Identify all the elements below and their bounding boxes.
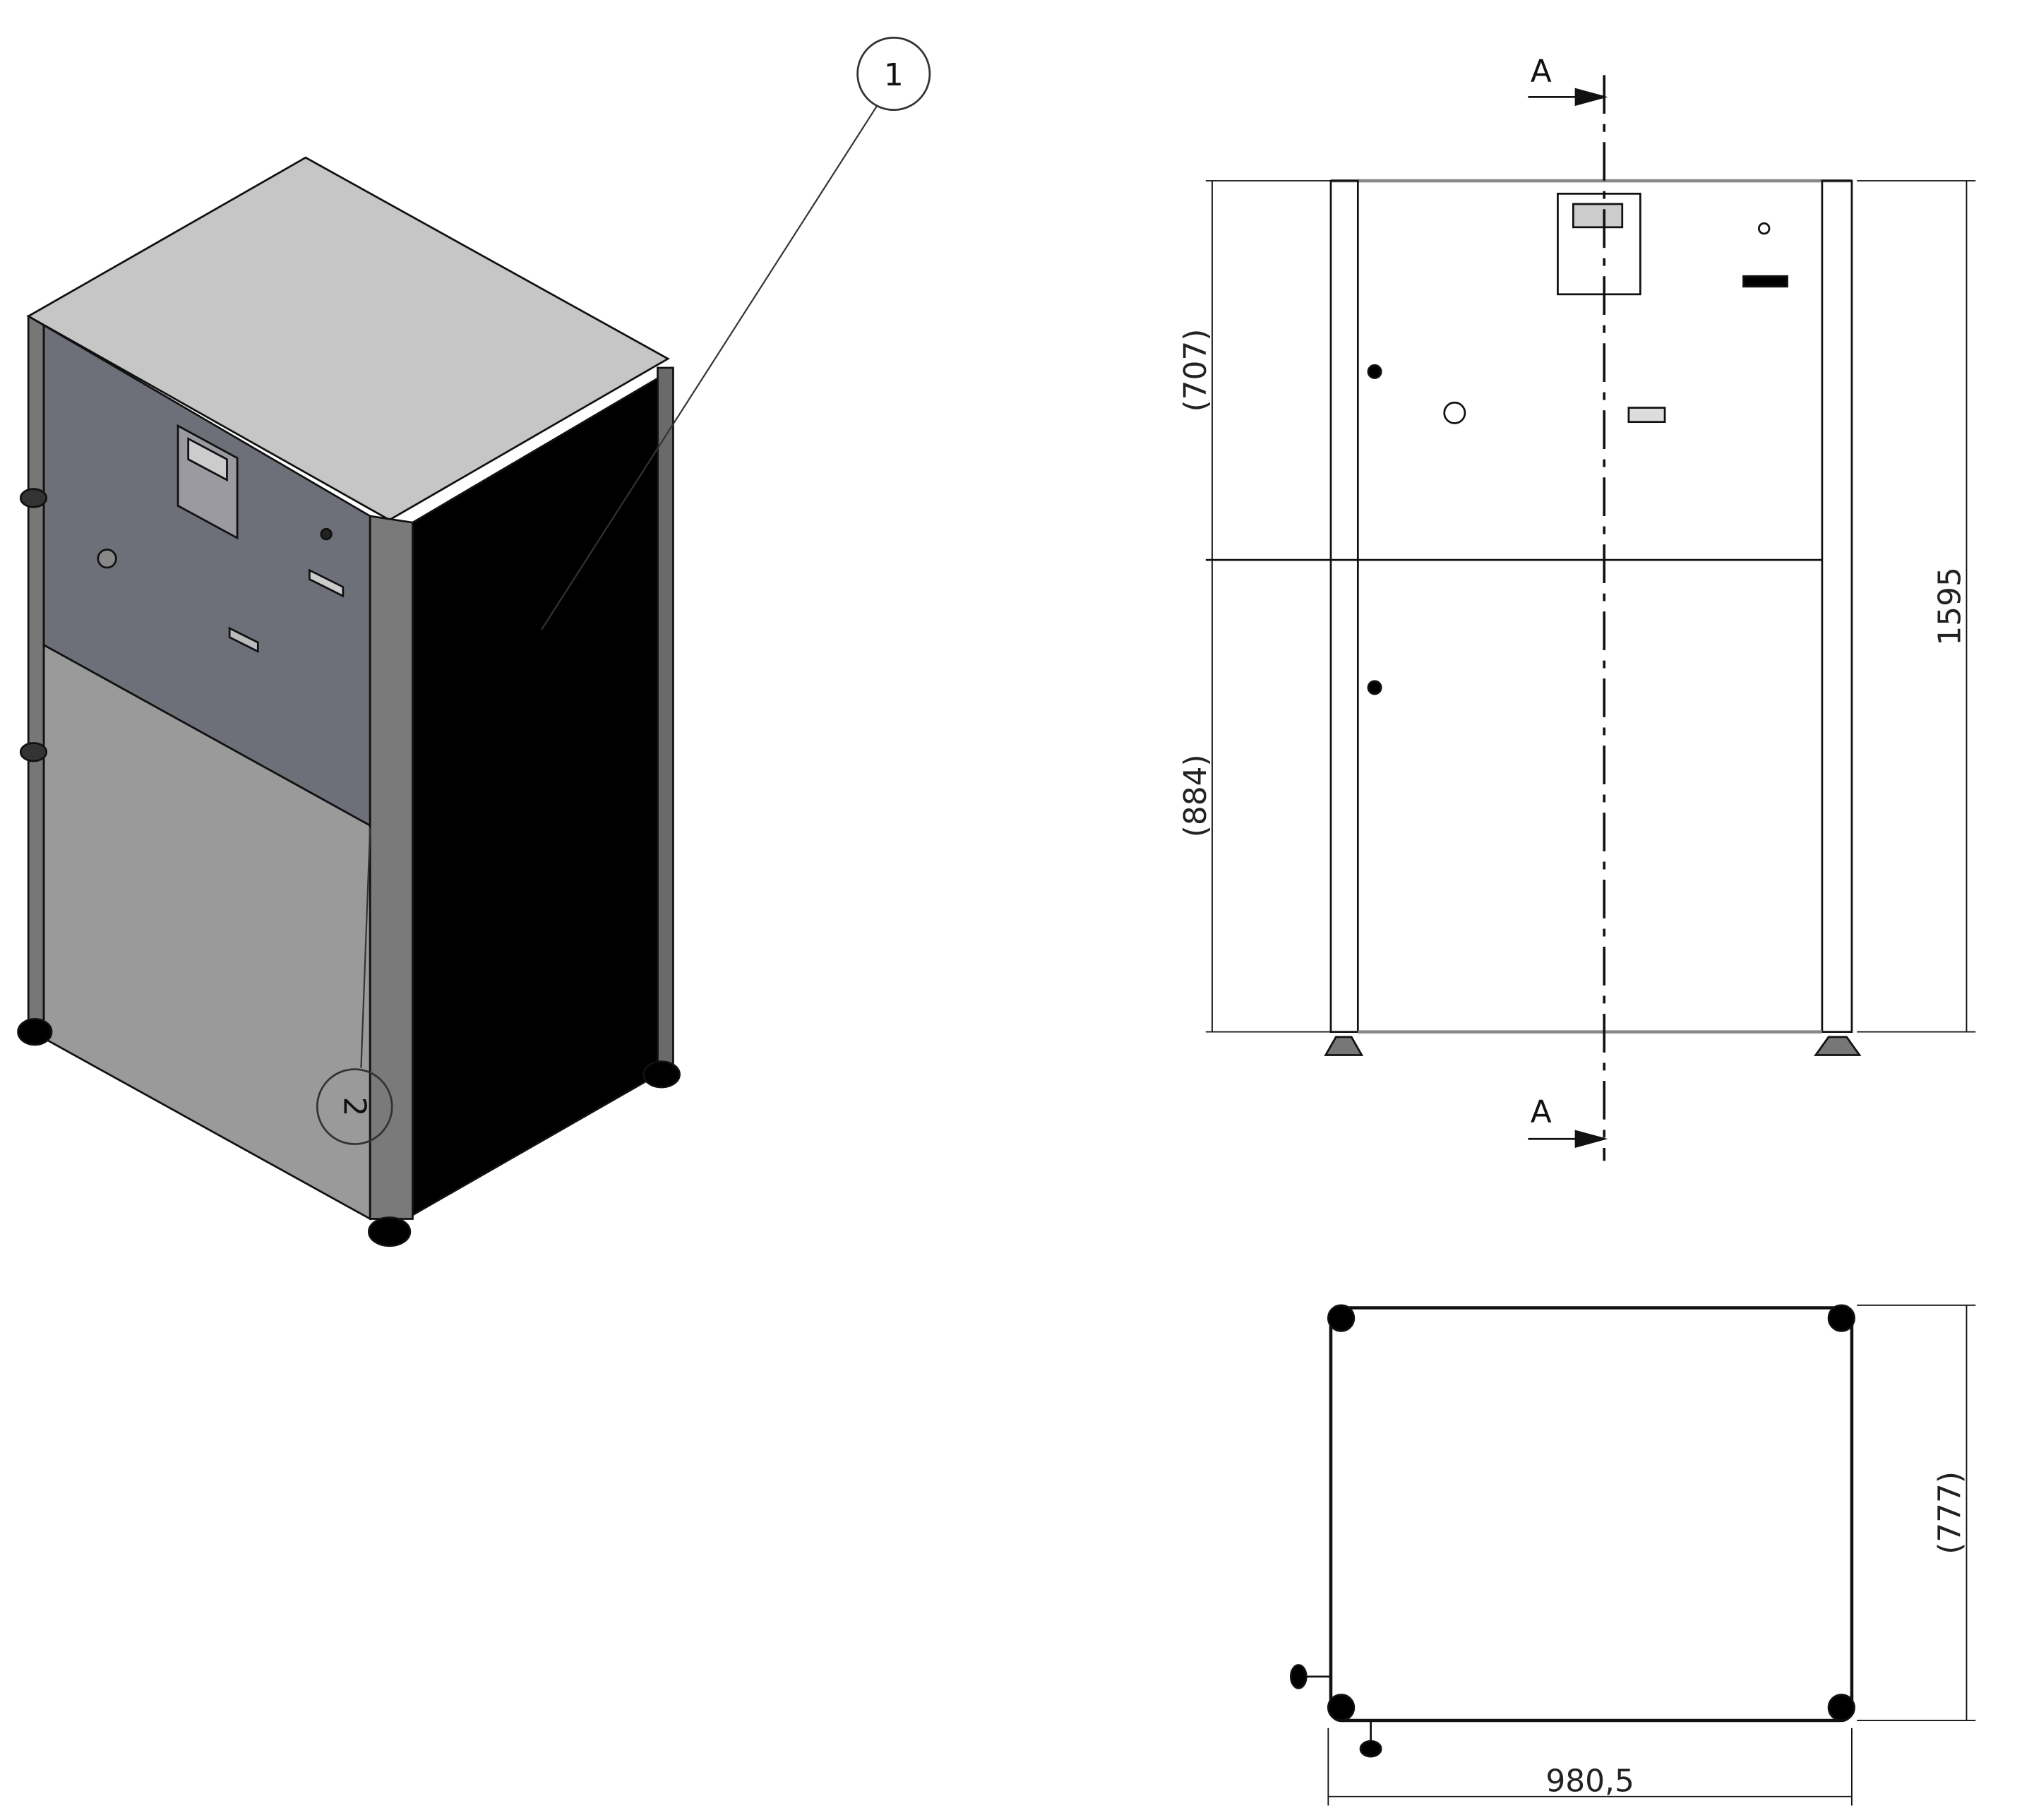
indicator-hole [97, 549, 117, 569]
top-outline [1329, 1306, 1854, 1723]
lamp-front [1758, 222, 1771, 235]
isometric-view [17, 156, 681, 1247]
leader-line-1 [541, 105, 878, 630]
corner-post [1327, 1304, 1356, 1332]
top-view [1289, 1304, 1976, 1806]
foot-left [17, 1017, 53, 1046]
dim-width: 980,5 [1545, 1763, 1634, 1799]
section-label-top: A [1531, 53, 1552, 89]
handle-upper [19, 488, 48, 508]
foot-front [368, 1216, 412, 1247]
dim-depth: (777) [1932, 1471, 1968, 1555]
corner-post [1827, 1694, 1855, 1722]
vent-slot [228, 626, 259, 653]
leader-line-2 [360, 827, 371, 1068]
dim-upper: (707) [1178, 329, 1214, 412]
handle-lower [19, 742, 48, 762]
handle-knob [1289, 1664, 1308, 1689]
arrowhead [1574, 1130, 1608, 1148]
right-rear-column [657, 366, 674, 1080]
slot-front [1627, 407, 1666, 424]
drain-cap [1359, 1740, 1382, 1758]
balloon-1 [856, 36, 931, 112]
small-lamp [320, 527, 333, 541]
handle-lower-front [1367, 680, 1382, 695]
front-view [1205, 75, 1976, 1161]
corner-post [1827, 1304, 1855, 1332]
switch-slot [308, 568, 345, 598]
left-column [27, 314, 45, 1034]
balloon-2 [316, 1068, 393, 1145]
indicator-hole-front [1443, 401, 1466, 424]
left-column-front [1329, 179, 1359, 1033]
display-screen [187, 437, 228, 482]
foot-right-front [1814, 1036, 1862, 1056]
display-screen-front [1572, 203, 1624, 229]
right-column-front [1821, 179, 1853, 1033]
section-label-bottom: A [1531, 1094, 1552, 1130]
display-window-front [1557, 192, 1641, 296]
balloon-1-label: 1 [884, 57, 904, 93]
front-corner-column [369, 515, 414, 1220]
corner-post [1327, 1694, 1356, 1722]
handle-upper-front [1367, 364, 1382, 379]
arrowhead [1574, 88, 1608, 107]
foot-right [642, 1060, 681, 1089]
foot-left-front [1324, 1036, 1364, 1056]
balloon-2-label: 2 [337, 1097, 373, 1117]
dim-lower: (884) [1178, 754, 1214, 837]
dim-height: 1595 [1932, 567, 1968, 646]
label-bar [1742, 275, 1788, 288]
